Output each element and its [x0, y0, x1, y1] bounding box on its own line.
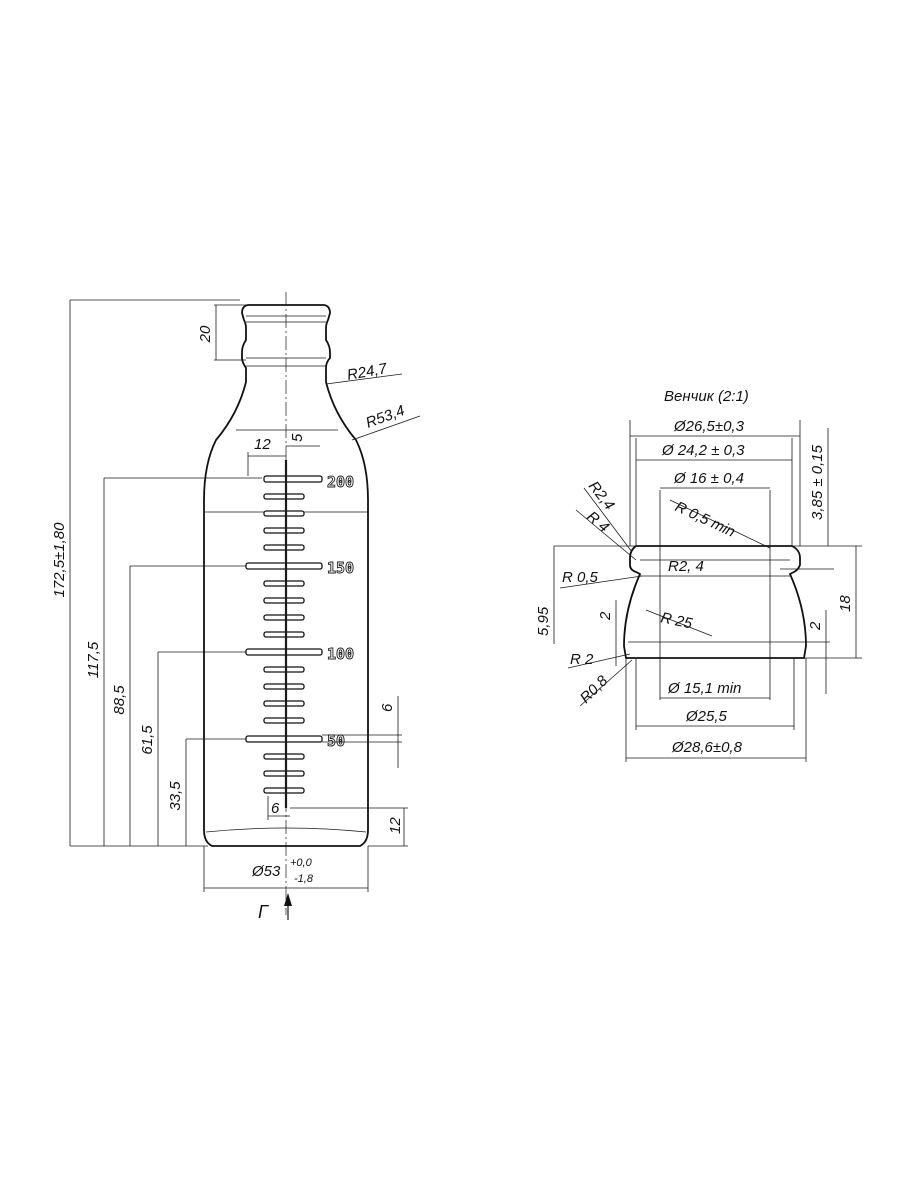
dim-r24: R24,7 [346, 360, 389, 384]
graduation-label-200: 200 [327, 473, 354, 491]
dim-61: 61,5 [139, 725, 156, 755]
dim-d53-tol-lower: -1,8 [294, 873, 314, 885]
graduation-label-150: 150 [327, 559, 354, 577]
dim-neck-20: 20 [197, 325, 214, 343]
graduation-minor [263, 770, 305, 777]
dim-d286: Ø28,6±0,8 [671, 739, 743, 756]
finish-title: Венчик (2:1) [664, 388, 749, 405]
graduation-minor [263, 544, 305, 551]
dim-595: 5,95 [535, 606, 552, 636]
base-punt [205, 827, 367, 833]
view-arrow-head [284, 893, 292, 906]
dim-d53: Ø53 [251, 863, 281, 880]
dim-d26: Ø26,5±0,3 [673, 418, 745, 435]
dim-r24b: R2, 4 [668, 558, 704, 575]
graduation-minor [263, 597, 305, 604]
graduation-minor [263, 717, 305, 724]
dim-r4: R 4 [583, 508, 612, 536]
graduation-minor [263, 614, 305, 621]
bottle-outline [203, 304, 369, 847]
leader-r4 [575, 509, 637, 561]
graduation-label-50: 50 [327, 732, 345, 750]
dim-r05min: R 0,5 min [672, 498, 737, 541]
leader-r05min [669, 499, 771, 549]
graduation-minor [263, 493, 305, 500]
dim-12-bottom: 12 [387, 817, 404, 834]
dim-6-right: 6 [379, 703, 396, 712]
graduation-minor [263, 510, 305, 517]
dim-height-total: 172,5±1,80 [51, 522, 68, 598]
dim-2b: 2 [807, 621, 824, 631]
graduation-minor [263, 666, 305, 673]
dim-12-top: 12 [254, 436, 271, 453]
graduation-major [263, 475, 323, 483]
graduation-minor [263, 753, 305, 760]
dim-5: 5 [289, 433, 306, 442]
graduation-minor [263, 527, 305, 534]
dim-d255: Ø25,5 [685, 708, 728, 725]
dim-d151: Ø 15,1 min [667, 680, 741, 697]
graduation-minor [263, 683, 305, 690]
dim-r05: R 0,5 [562, 569, 599, 586]
leader-r05 [559, 575, 643, 589]
leader-r08 [579, 659, 633, 707]
graduation-major [245, 648, 323, 656]
dim-d53-tol-upper: +0,0 [290, 857, 313, 869]
graduation-label-100: 100 [327, 645, 354, 663]
graduation-minor [263, 631, 305, 638]
bottle-view: 200 150 100 50 172,5±1,80 117,5 88,5 61,… [51, 292, 421, 922]
dim-r25: R 25 [659, 609, 694, 632]
graduation-minor [263, 787, 305, 794]
leader-r24a [583, 487, 633, 553]
dim-r2: R 2 [570, 651, 594, 668]
dim-33: 33,5 [167, 781, 184, 811]
view-label: Г [258, 902, 269, 922]
dim-117: 117,5 [85, 641, 102, 678]
finish-detail-view: Венчик (2:1) Ø26,5±0,3 Ø 24,2 ± 0,3 Ø 16… [535, 388, 862, 762]
finish-outline [623, 545, 807, 659]
dim-6-bottom: 6 [271, 800, 280, 817]
leader-r53 [351, 415, 421, 441]
leader-r25 [645, 609, 713, 637]
graduation-minor [263, 700, 305, 707]
leader-r2 [567, 653, 631, 669]
dim-2a: 2 [597, 611, 614, 621]
graduation-major [245, 562, 323, 570]
dim-r53: R53,4 [364, 402, 407, 432]
dim-88: 88,5 [111, 685, 128, 715]
leader-r24 [325, 373, 403, 385]
dim-385: 3,85 ± 0,15 [809, 444, 826, 520]
dim-d16: Ø 16 ± 0,4 [673, 470, 744, 487]
graduation-minor [263, 580, 305, 587]
graduation-scale [245, 460, 323, 808]
dim-d24: Ø 24,2 ± 0,3 [661, 442, 745, 459]
dim-18: 18 [837, 595, 854, 612]
dim-r08: R0,8 [577, 672, 612, 707]
graduation-major [245, 735, 323, 743]
